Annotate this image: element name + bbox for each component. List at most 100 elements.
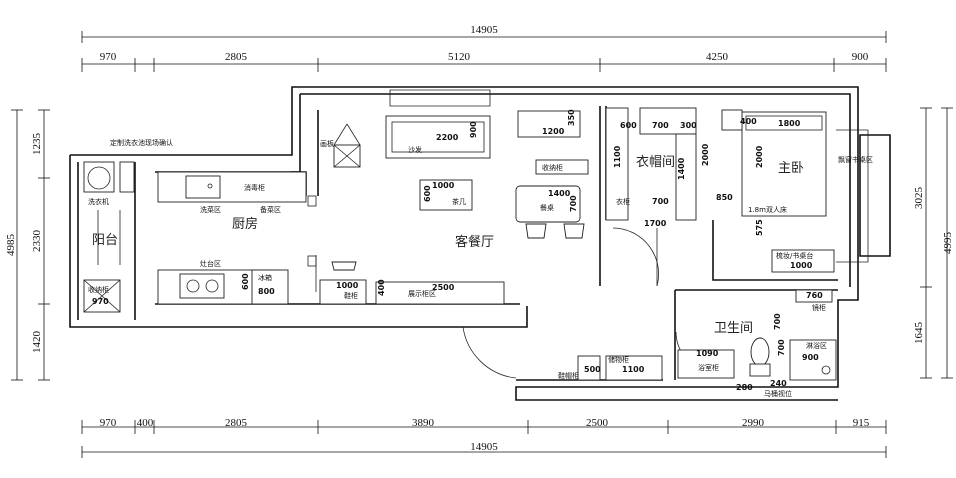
coffee-table-label: 茶几 <box>452 197 466 206</box>
toilet-240: 240 <box>770 379 787 388</box>
disinfect-label: 消毒柜 <box>244 183 265 192</box>
bottom-dim-4: 3890 <box>412 417 435 429</box>
top-dim-1: 970 <box>100 51 117 63</box>
bay-window-label: 飘窗书桌区 <box>838 155 873 164</box>
shower-label: 淋浴区 <box>806 341 827 350</box>
room-closet: 衣帽间 <box>636 154 675 170</box>
closet-1100: 1100 <box>613 145 622 168</box>
vanity-label: 梳妆/书桌台 <box>776 251 813 260</box>
dining-label: 餐桌 <box>540 203 554 212</box>
basin-size: 1090 <box>696 349 719 358</box>
fridge-depth: 600 <box>241 273 250 290</box>
washer-label: 洗衣机 <box>88 197 109 206</box>
room-living-dining: 客餐厅 <box>455 234 494 250</box>
shower-size: 900 <box>802 353 819 362</box>
kitchen-area: 消毒柜 洗菜区 备菜区 灶台区 冰箱 800 600 厨房 <box>157 171 317 305</box>
wine-cabinet-label: 收纳柜 <box>542 163 563 172</box>
right-dimensions: 4995 3025 1645 <box>913 107 954 379</box>
toilet <box>750 337 770 367</box>
stove-label: 灶台区 <box>200 259 221 268</box>
top-dim-5: 900 <box>852 51 869 63</box>
right-total-dim: 4995 <box>942 232 954 255</box>
shoe-cabinet-width: 1000 <box>336 281 359 290</box>
shoe-cabinet-wide <box>319 279 367 305</box>
top-dimensions: 14905 970 2805 5120 4250 900 <box>81 24 887 72</box>
bed-2000: 2000 <box>755 145 764 168</box>
wine-cabinet <box>535 159 589 175</box>
bottom-dim-3: 2805 <box>225 417 248 429</box>
fridge-size: 800 <box>258 287 275 296</box>
closet-700: 700 <box>652 121 669 130</box>
bath-760: 760 <box>806 291 823 300</box>
top-dim-3: 5120 <box>448 51 471 63</box>
dining-size: 1400 <box>548 189 571 198</box>
closet-right-rack <box>675 133 697 221</box>
bed-tag: 1.8m双人床 <box>748 205 787 214</box>
washbasin-unit <box>119 161 135 193</box>
display-cabinet-label: 展示柜区 <box>408 289 436 298</box>
basin-cabinet <box>677 349 735 379</box>
bath-700: 700 <box>773 313 782 330</box>
balcony-area: 定制洗衣池现场确认 洗衣机 收纳柜 970 阳台 <box>83 138 173 313</box>
right-dim-2: 1645 <box>913 322 925 345</box>
bed-1800: 1800 <box>778 119 801 128</box>
kitchen-sink <box>185 175 221 199</box>
left-total-dim: 4985 <box>5 234 17 257</box>
kitchen-counter-top <box>157 171 307 203</box>
top-dim-2: 2805 <box>225 51 248 63</box>
closet-600: 600 <box>620 121 637 130</box>
fridge <box>251 269 289 305</box>
bathroom-area: 760 镜柜 淋浴区 900 700 700 1090 浴室柜 280 240 … <box>677 289 837 398</box>
closet-1700: 1700 <box>644 219 667 228</box>
entry-cabinet-a <box>577 355 601 381</box>
closet-top-rack <box>639 107 697 135</box>
closet-700b: 700 <box>652 197 669 206</box>
prep-label: 备菜区 <box>260 205 281 214</box>
room-kitchen: 厨房 <box>232 216 258 232</box>
bottom-dim-1: 970 <box>100 417 117 429</box>
sofa-label: 沙发 <box>408 145 422 154</box>
left-dim-3: 1420 <box>31 331 43 354</box>
bed-575: 575 <box>755 219 764 236</box>
entry-cabinet-b <box>605 355 663 381</box>
easel-label: 画板 <box>320 139 334 148</box>
balcony-cabinet-size: 970 <box>92 297 109 306</box>
entry-cabinet-tag2: 储物柜 <box>608 355 629 364</box>
master-bedroom-area: 1800 2000 850 575 400 1.8m双人床 梳妆/书桌台 100… <box>716 109 873 273</box>
bottom-dim-6: 2990 <box>742 417 765 429</box>
bottom-dim-2: 400 <box>137 417 154 429</box>
entry-cabinet-a-size: 500 <box>584 365 601 374</box>
entry-cabinet-tag: 鞋帽柜 <box>558 371 579 380</box>
left-dimensions: 4985 1235 2330 1420 <box>5 109 50 381</box>
coffee-table <box>419 179 473 211</box>
room-balcony: 阳台 <box>92 233 118 248</box>
left-dim-2: 2330 <box>31 230 43 253</box>
display-cabinet <box>375 281 505 305</box>
sofa-size: 2200 <box>436 133 459 142</box>
closet-300: 300 <box>680 121 697 130</box>
vanity-desk <box>771 249 835 273</box>
bottom-dim-5: 2500 <box>586 417 609 429</box>
vanity-size: 1000 <box>790 261 813 270</box>
bottom-dim-7: 915 <box>853 417 870 429</box>
shoe-cabinet-depth: 400 <box>377 279 386 296</box>
bedside-400: 400 <box>740 117 757 126</box>
sofa-depth: 900 <box>469 121 478 138</box>
tv-cabinet-size: 1200 <box>542 127 565 136</box>
easel-icon <box>333 123 361 168</box>
sofa <box>385 115 491 159</box>
mirror-cabinet <box>795 289 833 303</box>
bedside-table <box>721 109 743 131</box>
room-master-bedroom: 主卧 <box>778 161 804 176</box>
display-cabinet-size: 2500 <box>432 283 455 292</box>
top-total-dim: 14905 <box>470 24 498 36</box>
room-bathroom: 卫生间 <box>714 321 753 336</box>
closet-area: 600 700 300 1100 1400 2000 700 1700 衣柜 衣… <box>605 107 710 228</box>
entry-cabinets: 500 1100 鞋帽柜 储物柜 <box>558 355 663 381</box>
left-dim-1: 1235 <box>31 133 43 156</box>
entry-cabinet-b-size: 1100 <box>622 365 645 374</box>
bed <box>741 111 827 217</box>
toilet-tag: 马桶视位 <box>764 389 792 398</box>
dining-depth: 700 <box>569 195 578 212</box>
